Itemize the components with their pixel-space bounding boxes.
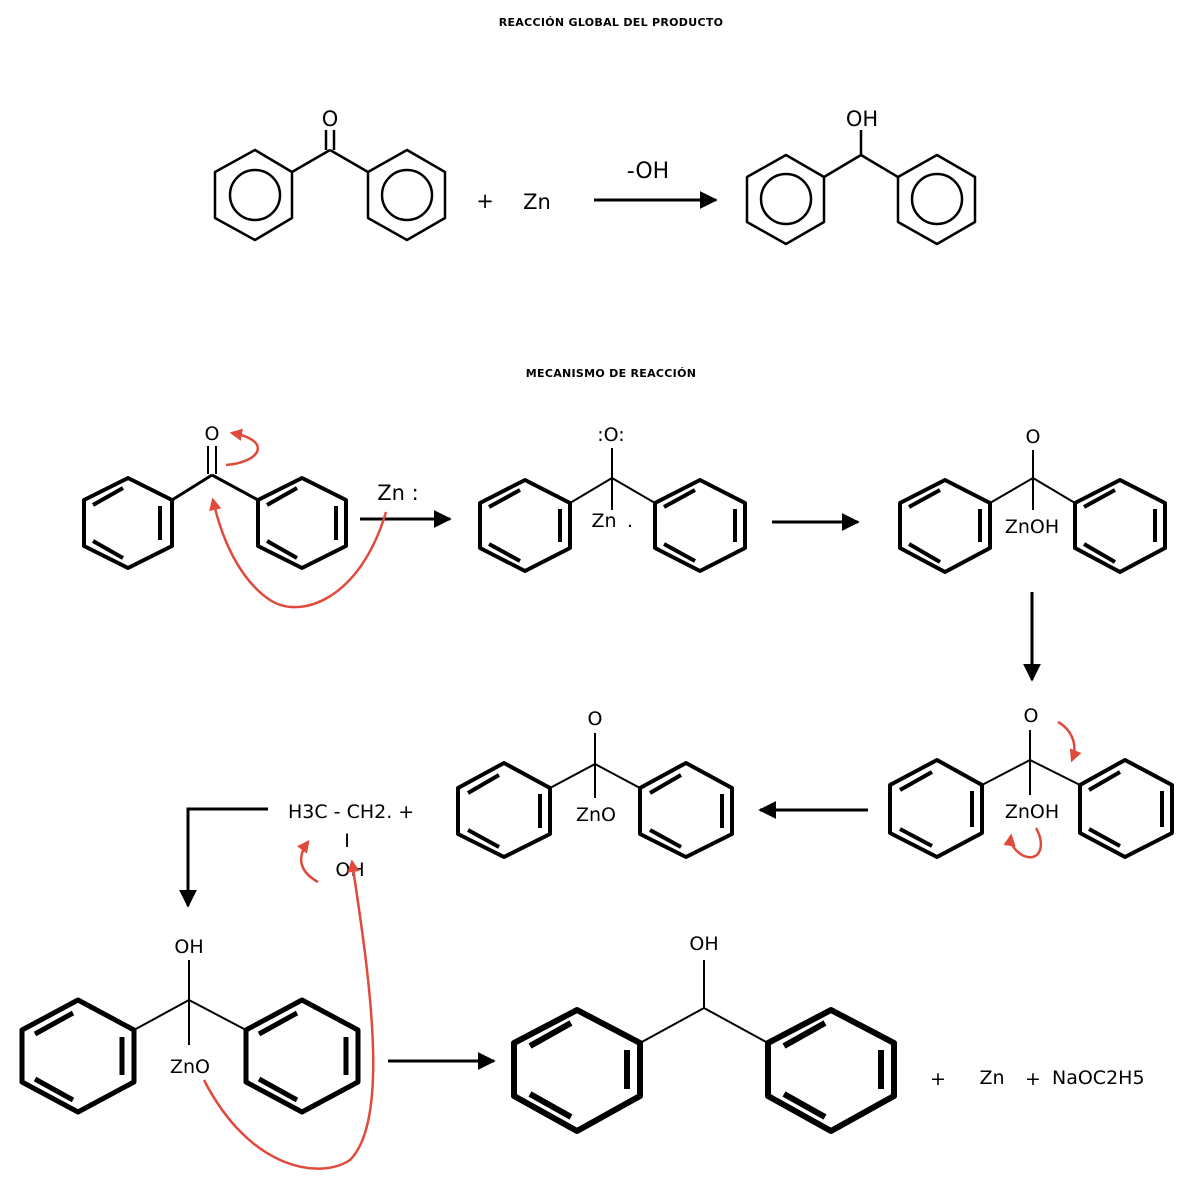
final-zinc: Zn xyxy=(979,1067,1004,1089)
final-benzhydrol xyxy=(511,960,897,1134)
step1-electron-arrow-zinc xyxy=(209,497,388,609)
step1-electron-arrow-pi xyxy=(225,428,260,467)
ethanol-bond: I xyxy=(344,830,350,852)
ethanol-chain: H3C - CH2. + xyxy=(288,801,414,823)
step1-zinc-reagent: Zn : xyxy=(377,481,418,505)
ethanol-hydroxyl: OH xyxy=(335,859,364,881)
step5-zno: ZnO xyxy=(576,804,616,826)
final-plus-1: + xyxy=(930,1068,946,1090)
global-reactant-benzophenone xyxy=(213,130,447,242)
global-reactant-oxygen: O xyxy=(322,107,339,131)
step2-oxygen: :O: xyxy=(597,424,624,446)
step4-electron-arrow-hydroxyl xyxy=(1003,827,1043,859)
step4-oxygen: O xyxy=(1024,705,1039,727)
global-condition: -OH xyxy=(627,159,669,184)
step6-electron-arrow xyxy=(202,859,375,1170)
step4-zinc-adduct xyxy=(888,730,1174,859)
step6-zno: ZnO xyxy=(170,1056,210,1078)
step1-benzophenone xyxy=(82,446,348,570)
global-zinc: Zn xyxy=(523,190,551,214)
title-mechanism: MECANISMO DE REACCIÓN xyxy=(526,367,696,380)
step3-znoh: ZnOH xyxy=(1005,516,1059,538)
ethanol-electron-arrow xyxy=(297,839,319,884)
title-global-reaction: REACCIÓN GLOBAL DEL PRODUCTO xyxy=(499,16,724,29)
final-plus-2: + xyxy=(1025,1068,1041,1090)
step1-oxygen: O xyxy=(205,423,220,445)
final-byproduct: NaOC2H5 xyxy=(1052,1067,1145,1089)
step2-zinc: Zn xyxy=(591,510,616,532)
step2-intermediate xyxy=(478,448,747,573)
step4-znoh: ZnOH xyxy=(1005,801,1059,823)
global-product-hydroxyl: OH xyxy=(846,107,878,131)
step2-radical-dot: . xyxy=(627,510,633,532)
global-product-benzhydrol xyxy=(745,130,977,246)
step5-arrow-down xyxy=(179,807,268,908)
step3-oxygen: O xyxy=(1026,426,1041,448)
step6-alkoxide xyxy=(19,960,361,1115)
step5-zinc-alkoxide xyxy=(456,733,734,859)
step5-oxygen: O xyxy=(588,708,603,730)
global-plus: + xyxy=(476,189,494,213)
step6-hydroxyl: OH xyxy=(174,936,203,958)
step3-zinc-adduct xyxy=(898,450,1167,574)
final-hydroxyl: OH xyxy=(689,933,718,955)
step4-electron-arrow-oxygen xyxy=(1057,720,1082,763)
